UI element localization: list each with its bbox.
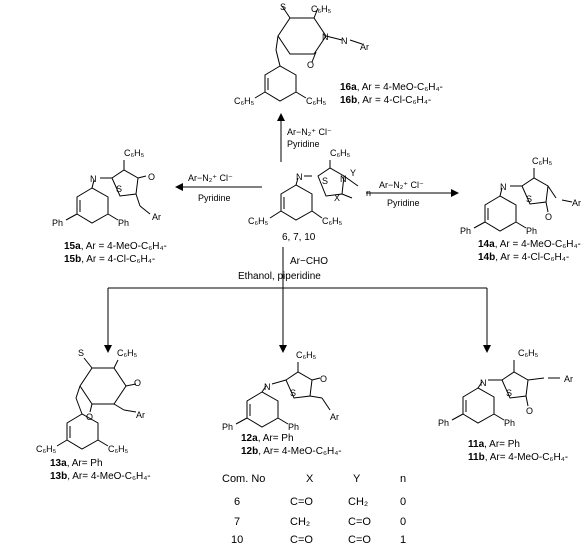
ph-15-left: Ph (52, 218, 63, 228)
c6h5-16-right: C₆H₅ (306, 96, 327, 106)
s-atom-12: S (290, 388, 296, 398)
structure-14: N S C₆H₅ O Ar Ph Ph (460, 156, 581, 236)
structure-start: N S N C₆H₅ X Y n C₆H₅ C₆H₅ (248, 148, 371, 226)
s-atom-13: S (78, 348, 84, 358)
table-row-7-n: 0 (400, 516, 406, 528)
structure-13: S C₆H₅ O O Ar C₆H₅ C₆H₅ (36, 348, 145, 454)
ph-12-left: Ph (222, 422, 233, 432)
ar-16: Ar (360, 42, 369, 52)
c6h5-13-left: C₆H₅ (36, 444, 57, 454)
c6h5-start-top: C₆H₅ (330, 148, 351, 158)
c6h5-15: C₆H₅ (124, 148, 145, 158)
c6h5-12: C₆H₅ (296, 350, 317, 360)
table-header-x: X (306, 473, 314, 485)
s-atom-15: S (116, 184, 122, 194)
n-atom-16: N (322, 32, 329, 42)
label-15a: 15a, Ar = 4-MeO-C₆H₄- (64, 241, 167, 252)
ph-11-right: Ph (504, 418, 515, 428)
table-row-10-x: C=O (290, 534, 313, 546)
n-atom-15: N (90, 174, 97, 184)
c6h5-16-left: C₆H₅ (234, 96, 255, 106)
label-13b: 13b, Ar= 4-MeO-C₆H₄- (50, 471, 151, 482)
c6h5-16-top: C₆H₅ (311, 4, 332, 14)
ar-12: Ar (330, 412, 339, 422)
ar-14: Ar (572, 198, 581, 208)
y-atom: Y (350, 168, 356, 178)
n-atom-14: N (500, 182, 507, 192)
substituent-table: Com. No X Y n 6 C=O CH₂ 0 7 CH₂ C=O 0 10… (222, 473, 406, 546)
ar-15: Ar (152, 212, 161, 222)
solvent-down: Ethanol, piperidine (238, 271, 321, 282)
ph-15-right: Ph (118, 218, 129, 228)
c6h5-start-left: C₆H₅ (248, 216, 269, 226)
x-atom: X (334, 193, 340, 203)
start-compound-label: 6, 7, 10 (282, 232, 316, 243)
azo-n1-16: N (341, 36, 348, 46)
table-row-7-com: 7 (234, 516, 240, 528)
c6h5-13-top: C₆H₅ (117, 348, 138, 358)
o-atom-13b: O (86, 412, 93, 422)
n-atom-11: N (480, 378, 487, 388)
label-11a: 11a, Ar= Ph (468, 439, 520, 450)
table-row-10-y: C=O (348, 534, 371, 546)
label-11b: 11b, Ar= 4-MeO-C₆H₄- (468, 452, 568, 463)
label-13a: 13a, Ar= Ph (50, 458, 103, 469)
table-header-y: Y (353, 473, 361, 485)
structure-16: S C₆H₅ N N Ar O C₆H₅ C₆H₅ (234, 2, 369, 106)
ph-12-right: Ph (288, 422, 299, 432)
s-atom-14: S (526, 194, 532, 204)
reagent-right: Ar−N₂⁺ Cl⁻ (379, 180, 424, 190)
reagent-left: Ar−N₂⁺ Cl⁻ (188, 173, 233, 183)
structure-11: N S C₆H₅ O Ar Ph Ph (438, 348, 573, 428)
solvent-left: Pyridine (198, 193, 231, 203)
table-row-10-com: 10 (231, 534, 243, 546)
n-atom-start: N (296, 172, 303, 182)
label-12b: 12b, Ar= 4-MeO-C₆H₄- (241, 446, 342, 457)
c6h5-start-right: C₆H₅ (322, 216, 343, 226)
ph-14-right: Ph (526, 226, 537, 236)
s-atom-start: S (322, 176, 328, 186)
o-atom-13a: O (134, 378, 141, 388)
o-atom-15: O (148, 172, 155, 182)
table-row-6-y: CH₂ (348, 496, 368, 508)
label-12a: 12a, Ar= Ph (241, 433, 294, 444)
table-header-com: Com. No (222, 473, 265, 485)
n-atom-12: N (264, 382, 271, 392)
n-ring-start: N (340, 174, 347, 184)
o-atom-16: O (307, 60, 314, 70)
table-row-6-n: 0 (400, 496, 406, 508)
structure-15: N S C₆H₅ O Ar Ph Ph (52, 148, 161, 228)
table-row-10-n: 1 (400, 534, 406, 546)
c6h5-11: C₆H₅ (518, 348, 539, 358)
table-row-6-x: C=O (290, 496, 313, 508)
label-16b: 16b, Ar = 4-Cl-C₆H₄- (340, 95, 431, 106)
ar-13: Ar (136, 410, 145, 420)
o-atom-14: O (545, 212, 552, 222)
label-16a: 16a, Ar = 4-MeO-C₆H₄- (340, 82, 443, 93)
solvent-right: Pyridine (387, 198, 420, 208)
ph-11-left: Ph (438, 418, 449, 428)
ar-11: Ar (564, 374, 573, 384)
o-atom-11: O (526, 406, 533, 416)
reagent-down: Ar−CHO (290, 256, 328, 267)
c6h5-14: C₆H₅ (532, 156, 553, 166)
s-atom-16: S (280, 2, 286, 12)
structure-12: N S C₆H₅ O Ar Ph Ph (222, 350, 339, 432)
table-row-7-x: CH₂ (290, 516, 310, 528)
c6h5-13-right: C₆H₅ (108, 444, 129, 454)
o-atom-12: O (320, 374, 327, 384)
s-atom-11: S (506, 388, 512, 398)
table-row-7-y: C=O (348, 516, 371, 528)
label-14a: 14a, Ar = 4-MeO-C₆H₄- (478, 239, 581, 250)
solvent-up: Pyridine (287, 139, 320, 149)
table-row-6-com: 6 (234, 496, 240, 508)
label-14b: 14b, Ar = 4-Cl-C₆H₄- (478, 252, 569, 263)
ph-14-left: Ph (460, 226, 471, 236)
table-header-n: n (400, 473, 406, 485)
label-15b: 15b, Ar = 4-Cl-C₆H₄- (64, 254, 155, 265)
reagent-up: Ar−N₂⁺ Cl⁻ (287, 127, 332, 137)
